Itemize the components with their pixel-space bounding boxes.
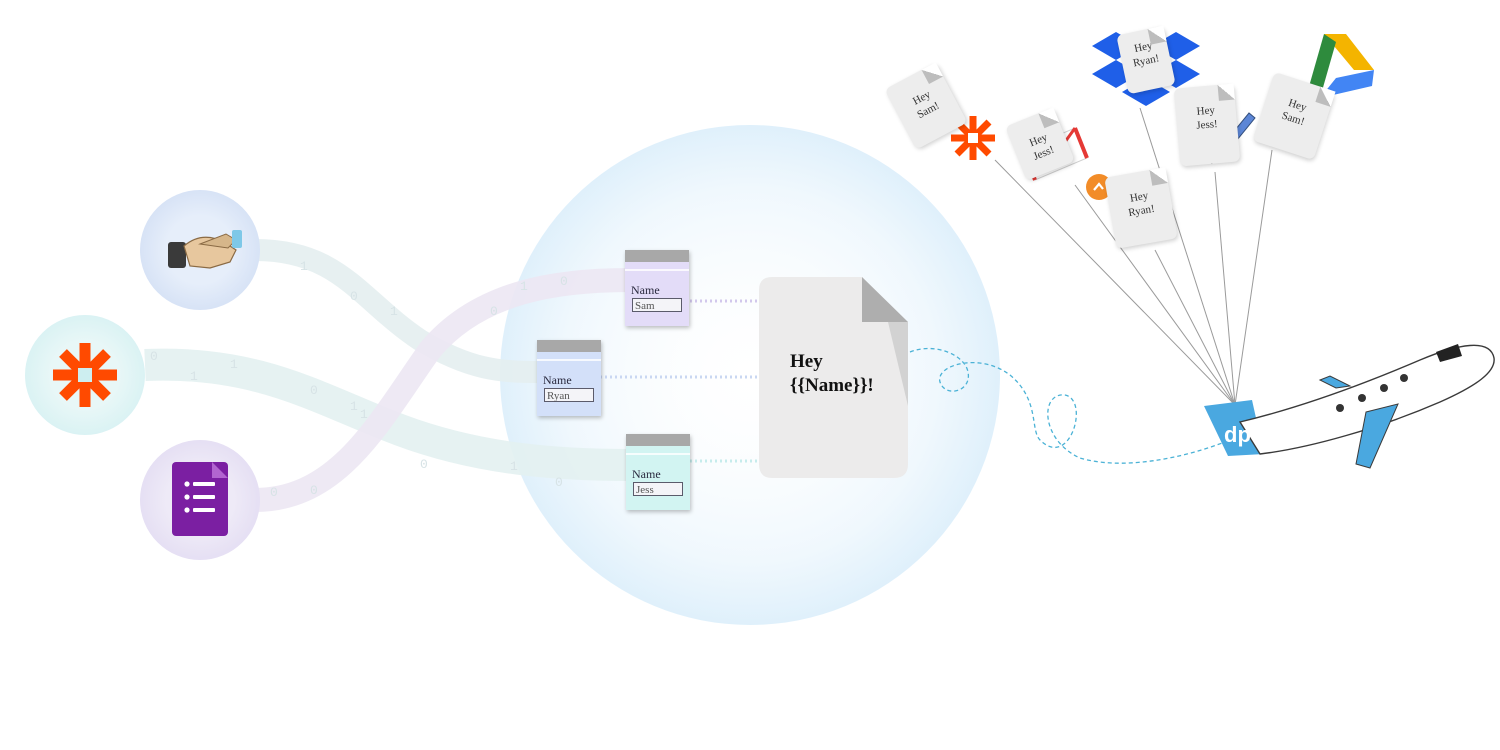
svg-text:1: 1 <box>520 279 528 294</box>
flight-path <box>909 347 1231 464</box>
plane-logo-text: dp <box>1224 422 1251 447</box>
form-field-value: Ryan <box>544 388 594 402</box>
form-card-ryan: Name Ryan <box>537 340 601 416</box>
form-field-label: Name <box>631 283 660 297</box>
template-text: Hey {{Name}}! <box>790 350 874 398</box>
svg-text:1: 1 <box>230 357 238 372</box>
svg-text:1: 1 <box>300 259 308 274</box>
svg-text:0: 0 <box>310 483 318 498</box>
form-card-divider <box>626 453 690 455</box>
svg-text:1: 1 <box>350 399 358 414</box>
google-forms-icon <box>172 462 228 536</box>
zapier-icon <box>53 343 117 407</box>
flow-ribbon-zapier <box>144 348 631 481</box>
form-card-header <box>537 340 601 352</box>
form-card-header <box>626 434 690 446</box>
binary-digits: 011 010 101 011 000 01 <box>150 259 568 500</box>
handshake-icon <box>168 230 242 269</box>
svg-text:1: 1 <box>360 407 368 422</box>
template-line-2: {{Name}}! <box>790 375 874 396</box>
form-card-divider <box>625 269 689 271</box>
svg-text:0: 0 <box>310 383 318 398</box>
form-card-sam: Name Sam <box>625 250 689 326</box>
source-handshake <box>140 190 260 310</box>
form-card-jess: Name Jess <box>626 434 690 510</box>
svg-text:1: 1 <box>190 369 198 384</box>
svg-text:0: 0 <box>270 485 278 500</box>
source-zapier <box>25 315 145 435</box>
form-card-divider <box>537 359 601 361</box>
svg-text:0: 0 <box>420 457 428 472</box>
source-google-forms <box>140 440 260 560</box>
form-field-value: Jess <box>633 482 683 496</box>
svg-text:0: 0 <box>490 304 498 319</box>
template-line-1: Hey <box>790 351 823 372</box>
svg-text:0: 0 <box>560 274 568 289</box>
svg-text:0: 0 <box>150 349 158 364</box>
flow-ribbon-forms <box>254 268 631 512</box>
svg-text:1: 1 <box>510 459 518 474</box>
svg-text:1: 1 <box>390 304 398 319</box>
svg-text:0: 0 <box>350 289 358 304</box>
form-field-label: Name <box>543 373 572 387</box>
airplane: dp <box>1204 344 1495 469</box>
form-field-value: Sam <box>632 298 682 312</box>
template-document <box>759 277 908 478</box>
form-field-label: Name <box>632 467 661 481</box>
flow-ribbon-handshake <box>254 239 541 383</box>
zapier-icon <box>951 116 995 160</box>
form-card-header <box>625 250 689 262</box>
balloon-strings <box>994 107 1273 406</box>
svg-text:0: 0 <box>555 475 563 490</box>
